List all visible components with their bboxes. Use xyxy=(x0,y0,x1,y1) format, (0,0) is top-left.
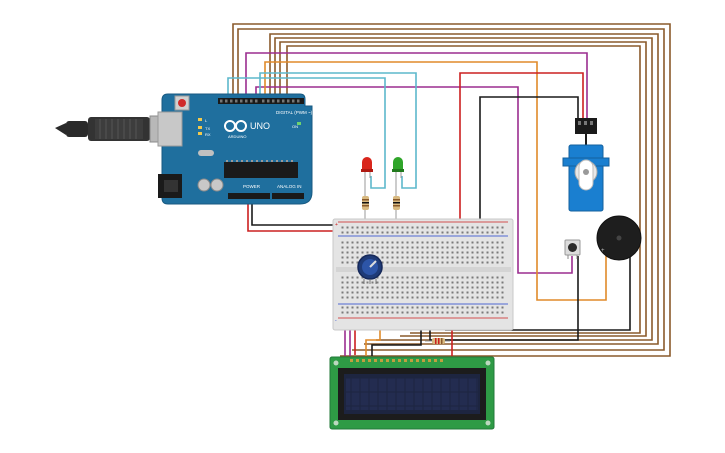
atmega-chip xyxy=(224,162,298,178)
wire-orange-buzzer[interactable] xyxy=(264,61,607,301)
potentiometer[interactable] xyxy=(357,254,383,284)
wire-black-servo[interactable] xyxy=(479,96,579,227)
pushbutton[interactable] xyxy=(564,239,581,259)
wire-cyan-green-led[interactable] xyxy=(259,72,417,189)
servo-connector xyxy=(575,118,597,134)
wire-purple-servo[interactable] xyxy=(245,52,588,120)
wire-cyan-red-led[interactable] xyxy=(227,77,386,189)
l-led-label: L xyxy=(205,118,208,123)
power-header-label: POWER xyxy=(243,184,261,189)
lcd-16x2-display[interactable] xyxy=(329,356,495,430)
board-brand: UNO xyxy=(250,121,270,131)
board-maker-label: ARDUINO xyxy=(228,134,246,139)
usb-jack xyxy=(157,111,183,147)
analog-header xyxy=(272,193,304,199)
wire-red-servo[interactable] xyxy=(459,72,584,227)
arduino-uno-board[interactable]: DIGITAL (PWM ~) UNO ARDUINO L TX RX ON xyxy=(157,93,313,205)
wire-brown-6[interactable] xyxy=(286,45,641,334)
power-header xyxy=(228,193,270,199)
on-led-label: ON xyxy=(292,124,298,129)
piezo-buzzer[interactable]: + xyxy=(596,215,642,261)
svg-text:+: + xyxy=(601,248,605,254)
wire-black-lcd[interactable] xyxy=(371,320,422,356)
rx-label: RX xyxy=(205,132,211,137)
rail-plus-label: + xyxy=(335,222,338,228)
wire-black-gnd[interactable] xyxy=(251,196,340,226)
potentiometer-knob-indicator xyxy=(369,260,377,268)
rail-minus-label: - xyxy=(335,318,337,324)
breadboard-center-channel xyxy=(336,267,511,272)
wire-purple-button[interactable] xyxy=(255,86,573,274)
wire-red-5v[interactable] xyxy=(247,196,335,232)
wires xyxy=(227,23,671,357)
analog-header-label: ANALOG IN xyxy=(277,184,302,189)
crystal xyxy=(198,150,214,156)
usb-cable xyxy=(55,115,173,143)
resistor-lcd-backlight[interactable] xyxy=(425,338,450,344)
capacitor-2 xyxy=(210,178,224,192)
capacitor-1 xyxy=(197,178,211,192)
red-led[interactable] xyxy=(361,157,373,190)
wire-brown-3[interactable] xyxy=(269,33,659,345)
wire-brown-2[interactable] xyxy=(237,28,665,351)
wire-brown-1[interactable] xyxy=(232,23,671,357)
arduino-logo-icon xyxy=(224,120,247,132)
servo-motor[interactable] xyxy=(562,118,610,212)
tx-label: TX xyxy=(205,126,210,131)
digital-header xyxy=(218,98,304,104)
digital-header-label: DIGITAL (PWM ~) xyxy=(276,110,313,115)
green-led[interactable] xyxy=(392,157,404,190)
